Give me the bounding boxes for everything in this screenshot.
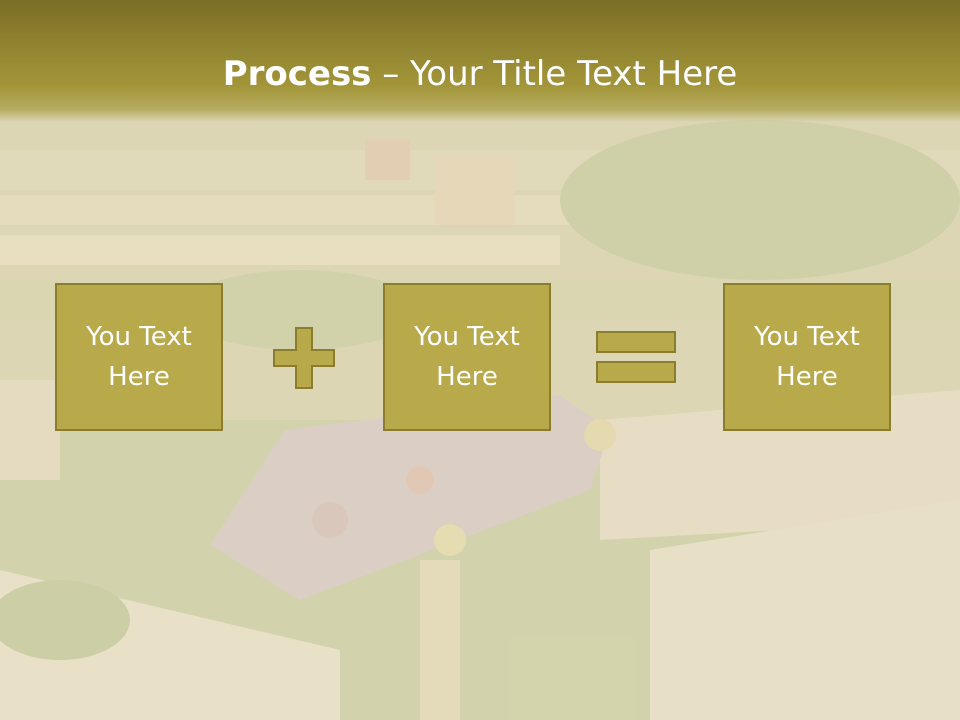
process-box-3-label: You Text Here: [754, 322, 860, 392]
title-bold-text: Process: [222, 54, 372, 94]
process-box-1-label: You Text Here: [86, 322, 192, 392]
process-box-2-label: You Text Here: [414, 322, 520, 392]
process-box-3[interactable]: You Text Here: [723, 283, 891, 431]
title-bar: [0, 0, 960, 122]
process-box-1[interactable]: You Text Here: [55, 283, 223, 431]
process-box-2[interactable]: You Text Here: [383, 283, 551, 431]
title-rest-text: – Your Title Text Here: [371, 54, 738, 94]
plus-icon: [273, 327, 335, 389]
slide-title: Process – Your Title Text Here: [0, 52, 960, 96]
equals-icon: [596, 331, 676, 383]
